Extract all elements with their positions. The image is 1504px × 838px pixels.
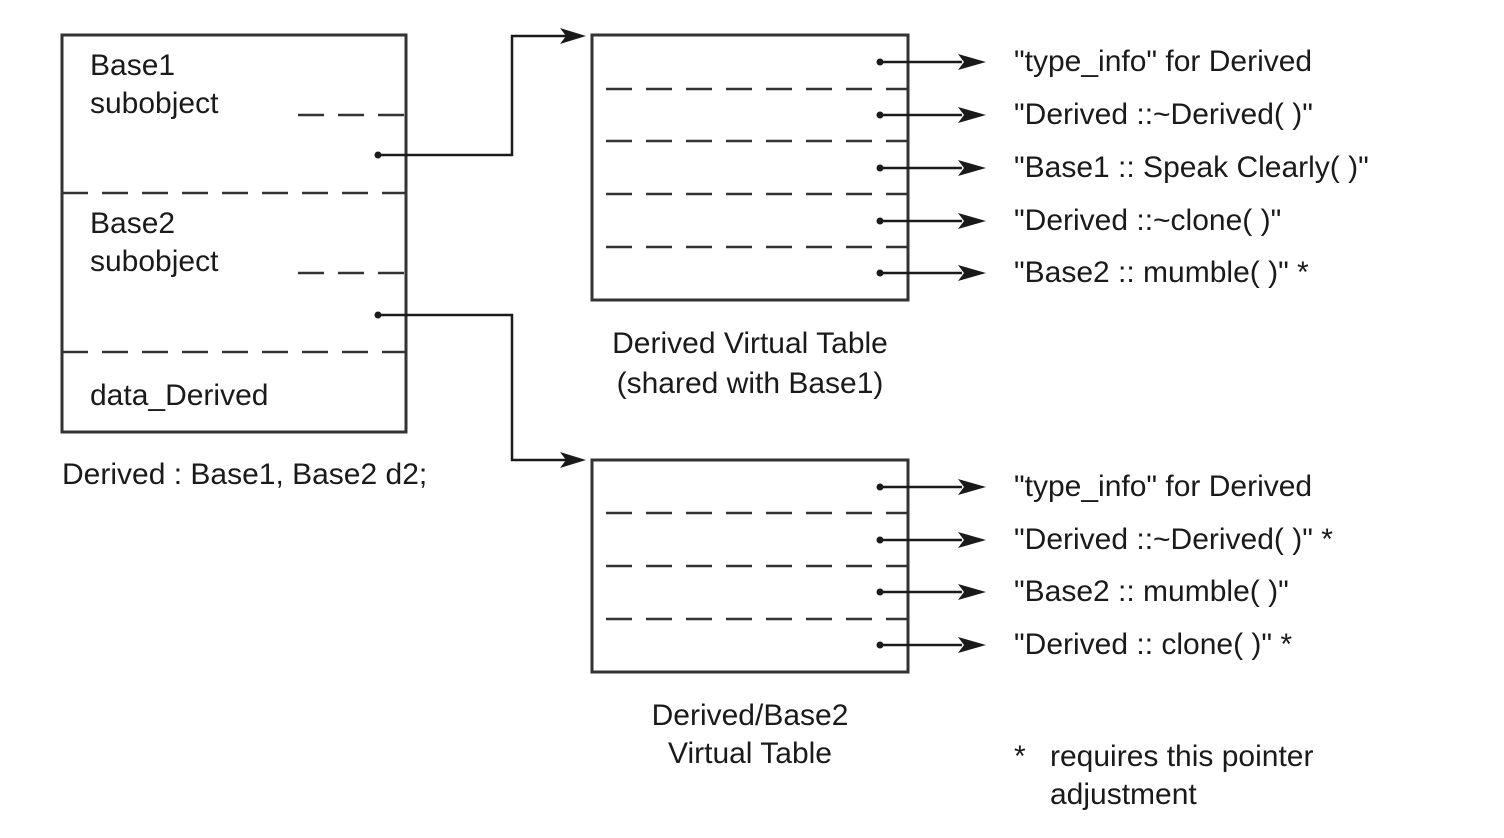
legend-star: * — [1014, 740, 1026, 773]
slot-arrowhead — [958, 107, 986, 123]
vtable1-slot: "Derived ::~Derived( )" — [876, 98, 1313, 131]
slot-arrowhead — [958, 54, 986, 70]
vtable2-slot: "Base2 :: mumble( )" — [876, 575, 1289, 608]
data-derived-label: data_Derived — [90, 379, 268, 412]
vtable2-caption-sub: Virtual Table — [668, 737, 832, 770]
legend-text: requires this pointer — [1050, 740, 1313, 773]
vtable2-entry: "Base2 :: mumble( )" — [1014, 575, 1289, 608]
vtable1-slot: "Base1 :: Speak Clearly( )" — [876, 151, 1369, 184]
vtable1-entry: "type_info" for Derived — [1014, 45, 1312, 78]
base2-label: Base2 — [90, 207, 175, 240]
slot-arrowhead — [958, 479, 986, 495]
vtable1-slot: "Base2 :: mumble( )" * — [876, 256, 1309, 289]
vtable1-box — [590, 33, 910, 302]
base1-vptr-arrowhead — [560, 28, 586, 44]
slot-arrowhead — [958, 532, 986, 548]
vtable2-entry: "Derived ::~Derived( )" * — [1014, 523, 1333, 556]
base1-vptr-line — [378, 34, 566, 157]
slot-arrowhead — [958, 265, 986, 281]
vtable2-entry: "type_info" for Derived — [1014, 470, 1312, 503]
vtable2-entry: "Derived :: clone( )" * — [1014, 628, 1292, 661]
derived-object: Base1 subobject Base2 subobject data_Der… — [60, 33, 427, 491]
vtable1-slot: "type_info" for Derived — [876, 45, 1312, 78]
slot-arrowhead — [958, 160, 986, 176]
legend: * requires this pointer adjustment — [1014, 740, 1313, 811]
vtable2-slot: "type_info" for Derived — [876, 470, 1312, 503]
derived-object-box — [60, 33, 408, 434]
legend-text-cont: adjustment — [1050, 778, 1197, 811]
vtable2: "type_info" for Derived "Derived ::~Deri… — [590, 458, 1333, 770]
vtable1-entry: "Base1 :: Speak Clearly( )" — [1014, 151, 1369, 184]
slot-arrowhead — [958, 584, 986, 600]
vtable1-entry: "Base2 :: mumble( )" * — [1014, 256, 1309, 289]
slot-arrowhead — [958, 213, 986, 229]
vtable2-caption: Derived/Base2 — [652, 699, 849, 732]
vtable2-slot: "Derived :: clone( )" * — [876, 628, 1292, 661]
vtable1-caption-sub: (shared with Base1) — [617, 367, 884, 400]
vtable1-slot: "Derived ::~clone( )" — [876, 204, 1281, 237]
base1-subobject-label: subobject — [90, 87, 219, 120]
vtable1-entry: "Derived ::~clone( )" — [1014, 204, 1281, 237]
slot-arrowhead — [958, 637, 986, 653]
vptr-connectors — [374, 28, 586, 468]
base2-vptr-arrowhead — [560, 452, 586, 468]
vtable1-entry: "Derived ::~Derived( )" — [1014, 98, 1313, 131]
vtable1: "type_info" for Derived "Derived ::~Deri… — [590, 33, 1369, 400]
base2-vptr-line — [378, 313, 566, 462]
vtable2-slot: "Derived ::~Derived( )" * — [876, 523, 1333, 556]
base1-label: Base1 — [90, 49, 175, 82]
object-caption: Derived : Base1, Base2 d2; — [62, 458, 427, 491]
vtable1-caption: Derived Virtual Table — [612, 327, 888, 360]
base2-subobject-label: subobject — [90, 245, 219, 278]
